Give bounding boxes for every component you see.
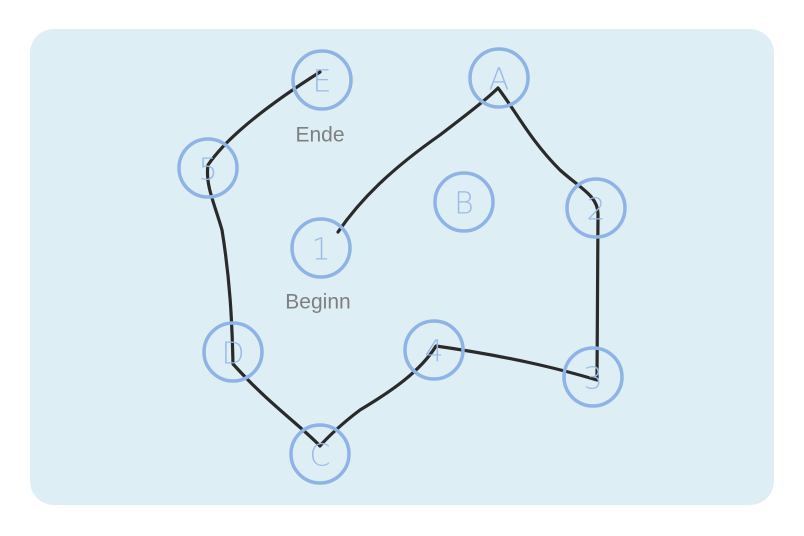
node-c: C [289,423,351,485]
node-e: E [291,49,353,111]
node-circle [290,217,352,279]
node-1: 1 [290,217,352,279]
node-circle [468,47,530,109]
node-circle [562,346,624,408]
node-label: A [489,63,510,98]
node-circle [289,423,351,485]
node-d: D [202,321,264,383]
node-label: B [454,187,474,222]
drawn-path [205,70,600,448]
node-circle [177,137,239,199]
node-label: 2 [586,193,605,228]
node-b: B [433,171,495,233]
node-3: 3 [562,346,624,408]
node-circle [291,49,353,111]
node-label: D [221,337,244,372]
node-label: 5 [198,153,217,188]
node-5: 5 [177,137,239,199]
node-label: 4 [424,335,443,370]
node-circle [403,319,465,381]
node-4: 4 [403,319,465,381]
diagram-panel [30,29,774,505]
node-label: E [313,65,332,100]
node-2: 2 [565,177,627,239]
node-a: A [468,47,530,109]
node-circle [565,177,627,239]
node-label: 3 [583,362,602,397]
node-label: C [310,439,331,474]
node-circle [433,171,495,233]
start-caption: Beginn [285,291,350,314]
node-label: 1 [311,233,330,268]
end-caption: Ende [295,124,344,147]
node-circle [202,321,264,383]
